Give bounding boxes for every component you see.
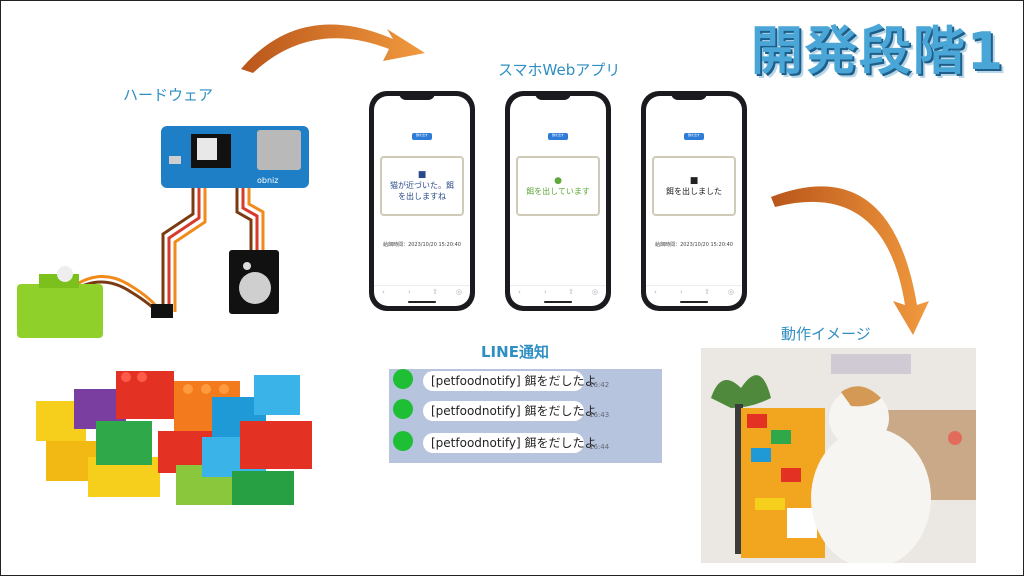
home-indicator [408,301,436,303]
phone-notch [399,91,435,100]
status-line-1: 猫が近づいた。餌 [390,181,454,190]
status-card: ● 餌を出しています [516,156,600,216]
bell-icon [393,399,413,419]
sensor-wire-2 [241,188,259,250]
arrow-app-to-demo [771,186,929,335]
compass-icon[interactable]: ◎ [728,288,735,296]
status-line-2: を出しますね [398,192,446,201]
phone-notch [671,91,707,100]
feed-button[interactable]: 餌を出す [548,133,568,140]
message-bubble: [petfoodnotify] 餌をだしたよ [423,433,597,453]
message-bubble: [petfoodnotify] 餌をだしたよ [423,401,597,421]
back-icon[interactable]: ‹ [518,288,521,296]
phone-2: 餌を出す ● 餌を出しています ‹ › ⇧ ◎ [505,91,611,311]
demo-photo-illustration [701,348,976,563]
feed-button[interactable]: 餌を出す [412,133,432,140]
message-time: 16:43 [589,411,610,419]
status-line-1: 餌を出しています [526,186,590,196]
home-indicator [680,301,708,303]
line-chat-panel: [petfoodnotify] 餌をだしたよ 16:42 [petfoodnot… [389,369,662,463]
message-time: 16:44 [589,443,610,451]
phone-1: 餌を出す ■ 猫が近づいた。餌 を出しますね 給餌時間：2023/10/20 1… [369,91,475,311]
line-notify-label: LINE通知 [481,343,549,361]
webapp-label: スマホWebアプリ [498,61,621,79]
board-brand-text: obniz [257,176,278,185]
servo-wire-red [167,188,201,312]
cat-icon: ■ [417,170,427,180]
back-icon[interactable]: ‹ [382,288,385,296]
forward-icon[interactable]: › [408,288,411,296]
status-card: ■ 猫が近づいた。餌 を出しますね [380,156,464,216]
servo-motor [17,284,103,338]
servo-wire-orange [173,188,207,312]
lego-blocks-image [36,371,312,505]
phone-2-screen: 餌を出す ● 餌を出しています ‹ › ⇧ ◎ [510,96,606,306]
feed-time: 給餌時間：2023/10/20 15:20:40 [655,242,733,248]
browser-toolbar: ‹ › ⇧ ◎ [374,285,470,300]
browser-toolbar: ‹ › ⇧ ◎ [646,285,742,300]
demo-photo [701,348,976,563]
square-icon: ■ [689,175,699,186]
arrow-hardware-to-app [241,24,425,73]
sensor-wire-1 [235,188,253,250]
phone-1-screen: 餌を出す ■ 猫が近づいた。餌 を出しますね 給餌時間：2023/10/20 1… [374,96,470,306]
hardware-label: ハードウェア [123,86,214,104]
phone-3: 餌を出す ■ 餌を出しました 給餌時間：2023/10/20 15:20:40 … [641,91,747,311]
compass-icon[interactable]: ◎ [592,288,599,296]
phone-notch [535,91,571,100]
message-bubble: [petfoodnotify] 餌をだしたよ [423,371,597,391]
share-icon[interactable]: ⇧ [704,288,710,296]
qr-code [197,138,217,160]
feed-time: 給餌時間：2023/10/20 15:20:40 [383,242,461,248]
feed-button[interactable]: 餌を出す [684,133,704,140]
back-icon[interactable]: ‹ [654,288,657,296]
forward-icon[interactable]: › [680,288,683,296]
demo-label: 動作イメージ [781,325,871,343]
share-icon[interactable]: ⇧ [568,288,574,296]
slide-title: 開発段階1 [750,22,1005,82]
phone-3-screen: 餌を出す ■ 餌を出しました 給餌時間：2023/10/20 15:20:40 … [646,96,742,306]
status-card: ■ 餌を出しました [652,156,736,216]
hardware-diagram: obniz [17,126,309,338]
servo-wire-brown [161,188,195,312]
sensor-wire-3 [247,188,265,250]
bell-icon [393,369,413,389]
forward-icon[interactable]: › [544,288,547,296]
bell-icon [393,431,413,451]
food-icon: ● [554,175,562,186]
browser-toolbar: ‹ › ⇧ ◎ [510,285,606,300]
status-line-1: 餌を出しました [666,186,722,196]
home-indicator [544,301,572,303]
compass-icon[interactable]: ◎ [456,288,463,296]
share-icon[interactable]: ⇧ [432,288,438,296]
message-time: 16:42 [589,381,610,389]
